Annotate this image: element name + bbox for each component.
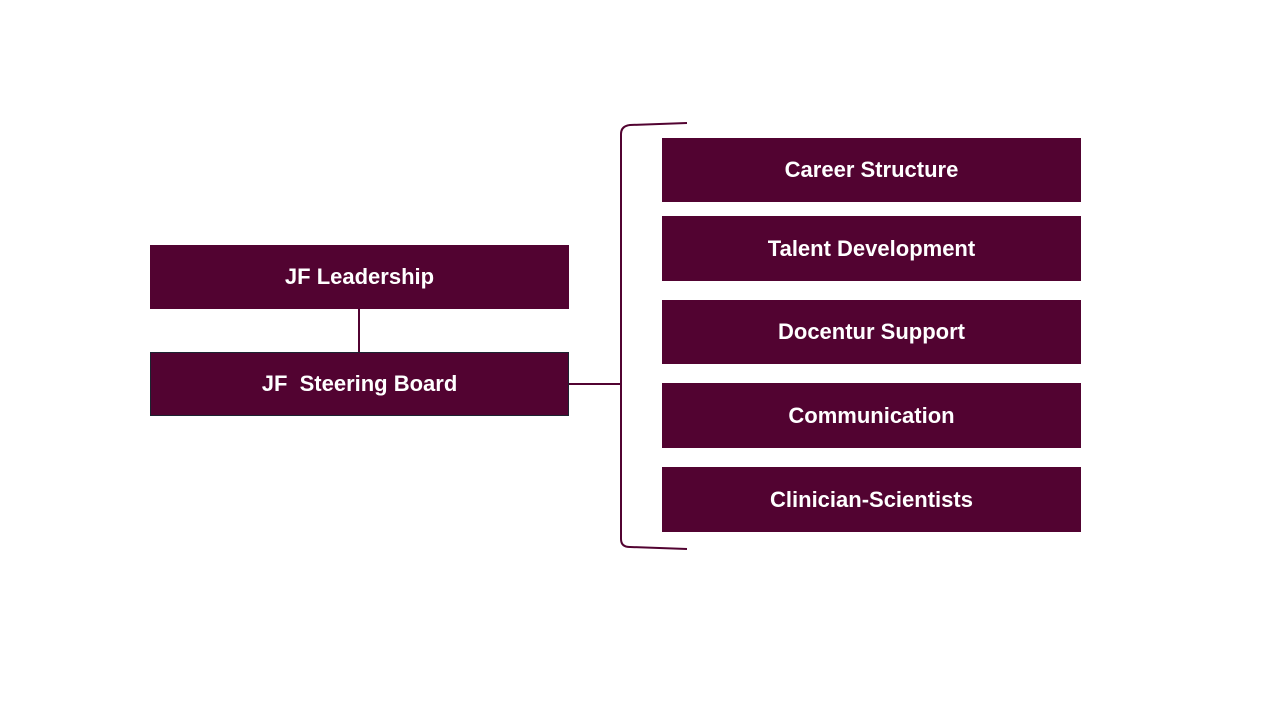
jf-steering-board-label: JF Steering Board — [261, 371, 458, 396]
workgroup-label: Career Structure — [784, 157, 959, 182]
workgroup-docentur-support-box: Docentur Support — [662, 300, 1081, 364]
workgroup-talent-development-box: Talent Development — [662, 216, 1081, 281]
jf-steering-board-box: JF Steering Board — [150, 352, 569, 416]
workgroup-label: Clinician-Scientists — [770, 486, 973, 512]
workgroup-clinician-scientists-box: Clinician-Scientists — [662, 467, 1081, 532]
workgroup-label: Communication — [788, 402, 955, 428]
workgroup-communication-box: Communication — [662, 383, 1081, 448]
workgroup-career-structure-box: Career Structure — [662, 138, 1081, 202]
workgroup-bracket — [620, 122, 688, 550]
workgroup-label: Docentur Support — [778, 319, 965, 344]
jf-leadership-box: JF Leadership — [150, 245, 569, 309]
jf-leadership-label: JF Leadership — [284, 264, 435, 289]
workgroup-label: Talent Development — [767, 235, 976, 261]
